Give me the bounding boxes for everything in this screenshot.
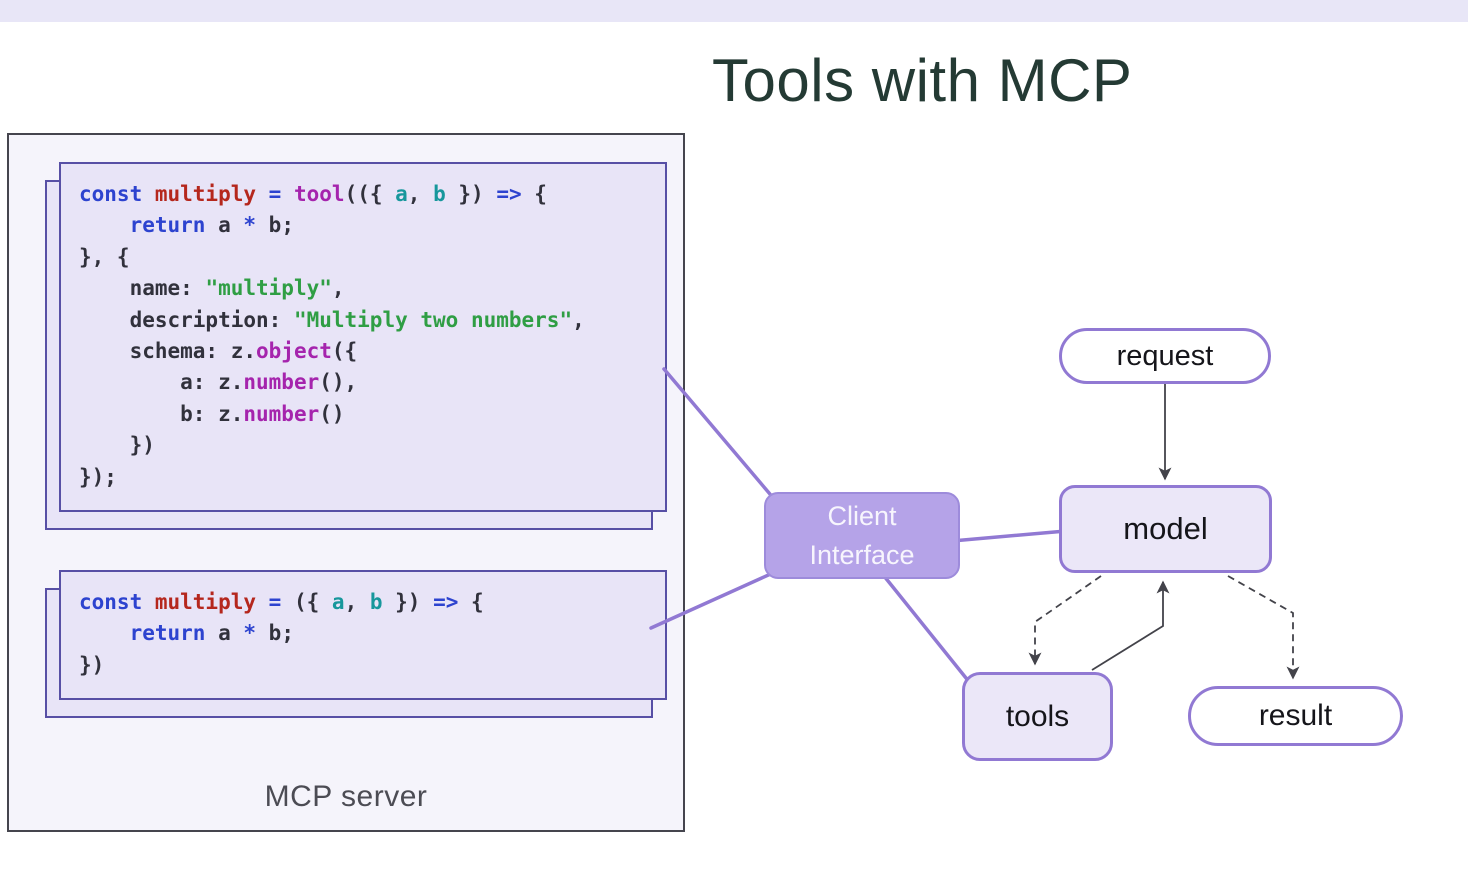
- code-text-plain-function: const multiply = ({ a, b }) => { return …: [79, 590, 484, 677]
- connector-client-interface-model: [950, 529, 1068, 543]
- mcp-server-container: const multiply = tool(({ a, b }) => { re…: [7, 133, 685, 832]
- node-model: model: [1059, 485, 1272, 573]
- node-tools: tools: [962, 672, 1113, 761]
- code-card-tool-definition: const multiply = tool(({ a, b }) => { re…: [59, 162, 667, 512]
- node-request: request: [1059, 328, 1271, 384]
- arrow-tools-model: [1091, 580, 1170, 671]
- node-result: result: [1188, 686, 1403, 746]
- client-interface-label-line2: Interface: [809, 539, 915, 570]
- page-title: Tools with MCP: [712, 47, 1133, 114]
- node-client-interface: Client Interface: [764, 492, 960, 579]
- mcp-server-label: MCP server: [264, 780, 428, 813]
- code-text-tool-definition: const multiply = tool(({ a, b }) => { re…: [79, 182, 585, 489]
- code-card-plain-function: const multiply = ({ a, b }) => { return …: [59, 570, 667, 700]
- top-accent-strip: [0, 0, 1468, 22]
- arrow-model-result-dashed: [1227, 575, 1300, 680]
- client-interface-label-line1: Client: [827, 500, 897, 531]
- arrow-model-tools-dashed: [1028, 575, 1102, 666]
- connector-client-interface-tools: [882, 574, 972, 685]
